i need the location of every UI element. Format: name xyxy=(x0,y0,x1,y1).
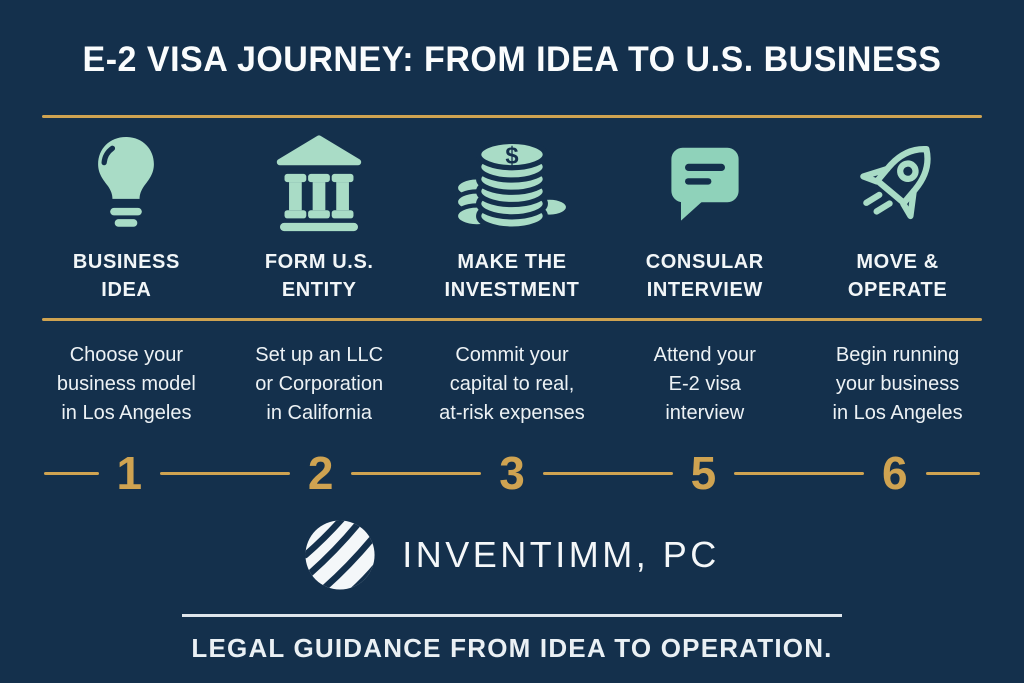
brand-logo-icon xyxy=(305,520,375,590)
lightbulb-icon xyxy=(98,137,155,227)
step-description: Begin running your business in Los Angel… xyxy=(832,344,963,424)
timeline-segment xyxy=(351,471,482,475)
step-label: CONSULAR INTERVIEW xyxy=(645,251,764,301)
step-business-idea: BUSINESS IDEA xyxy=(30,130,223,304)
brand-name: INVENTIMM, PC xyxy=(402,534,720,575)
step-label: MOVE & OPERATE xyxy=(847,251,948,301)
step-move-operate: MOVE & OPERATE xyxy=(801,130,994,304)
timeline-segment xyxy=(734,471,864,475)
light-divider-bottom xyxy=(182,614,842,617)
timeline-segment xyxy=(44,471,99,475)
step-label: MAKE THE INVESTMENT xyxy=(444,251,580,301)
descriptions-row: Choose your business model in Los Angele… xyxy=(0,341,1024,428)
step-number: 3 xyxy=(499,447,525,499)
step-form-entity: FORM U.S. ENTITY xyxy=(223,130,416,304)
footer-tagline: LEGAL GUIDANCE FROM IDEA TO OPERATION. xyxy=(191,633,833,663)
page-title: E-2 VISA JOURNEY: FROM IDEA TO U.S. BUSI… xyxy=(82,40,942,80)
timeline-segment xyxy=(925,471,981,475)
step-investment: $ MAKE THE INVESTMENT xyxy=(416,130,609,304)
step-number: 5 xyxy=(690,447,717,499)
gold-divider-top xyxy=(42,115,982,118)
brand-row: INVENTIMM, PC xyxy=(0,518,1024,592)
gold-divider-middle xyxy=(42,318,982,321)
bank-icon xyxy=(276,135,362,232)
chat-bubble-icon xyxy=(671,147,739,221)
step-description: Set up an LLC or Corporation in Californ… xyxy=(255,344,384,424)
step-number: 1 xyxy=(116,447,143,499)
step-description: Choose your business model in Los Angele… xyxy=(56,344,196,424)
coins-icon: $ xyxy=(454,138,569,232)
step-description: Commit your capital to real, at-risk exp… xyxy=(439,344,585,424)
step-label: BUSINESS IDEA xyxy=(72,251,180,301)
timeline-segment xyxy=(542,471,673,475)
step-label: FORM U.S. ENTITY xyxy=(264,251,374,301)
step-consular-interview: CONSULAR INTERVIEW xyxy=(608,130,801,304)
svg-text:$: $ xyxy=(505,143,518,169)
timeline-segment xyxy=(160,471,290,475)
steps-row: BUSINESS IDEA xyxy=(0,130,1024,304)
step-number: 2 xyxy=(307,447,334,499)
rocket-icon xyxy=(859,146,931,220)
step-number-timeline: 1 2 3 5 6 xyxy=(0,442,1024,504)
step-number: 6 xyxy=(881,447,908,499)
step-description: Attend your E-2 visa interview xyxy=(653,344,756,424)
